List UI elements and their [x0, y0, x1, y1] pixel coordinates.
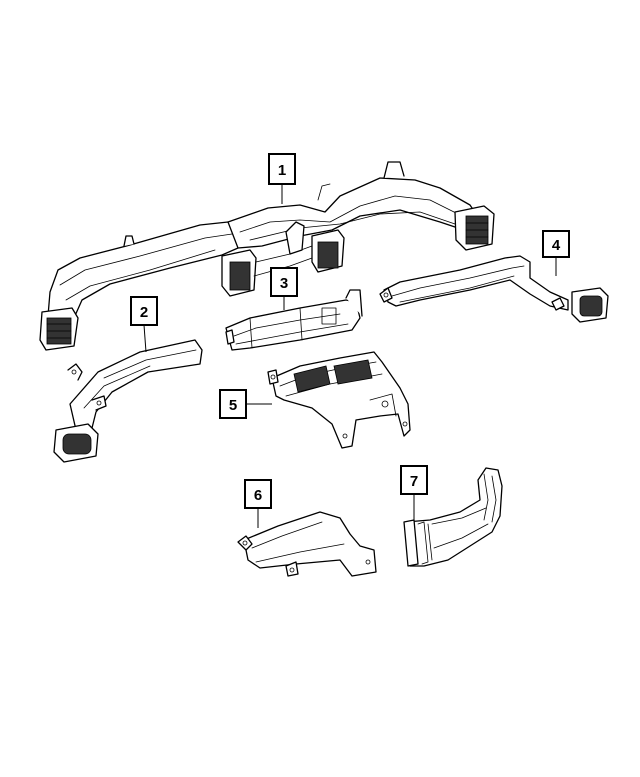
leader-2 — [143, 324, 147, 353]
part-6-lower-duct[interactable] — [237, 511, 377, 577]
callout-label-2: 2 — [140, 304, 148, 321]
callout-4: 4 — [542, 230, 570, 258]
callout-label-1: 1 — [278, 162, 286, 179]
callout-label-3: 3 — [280, 275, 288, 292]
callout-label-7: 7 — [410, 473, 418, 490]
part-3-center-duct[interactable] — [225, 289, 363, 351]
part-1-main-duct[interactable] — [39, 161, 495, 351]
part-7-lower-duct[interactable] — [403, 467, 503, 567]
part-4-right-duct[interactable] — [379, 255, 609, 323]
callout-label-5: 5 — [229, 397, 237, 414]
callout-3: 3 — [270, 267, 298, 297]
callout-7: 7 — [400, 465, 428, 495]
callout-6: 6 — [244, 479, 272, 509]
callout-label-4: 4 — [552, 237, 561, 254]
callout-5: 5 — [219, 389, 247, 419]
part-5-center-bracket[interactable] — [267, 351, 411, 449]
callout-label-6: 6 — [254, 487, 262, 504]
callout-1: 1 — [268, 153, 296, 185]
part-2-left-duct[interactable] — [53, 339, 203, 463]
callout-2: 2 — [130, 296, 158, 326]
